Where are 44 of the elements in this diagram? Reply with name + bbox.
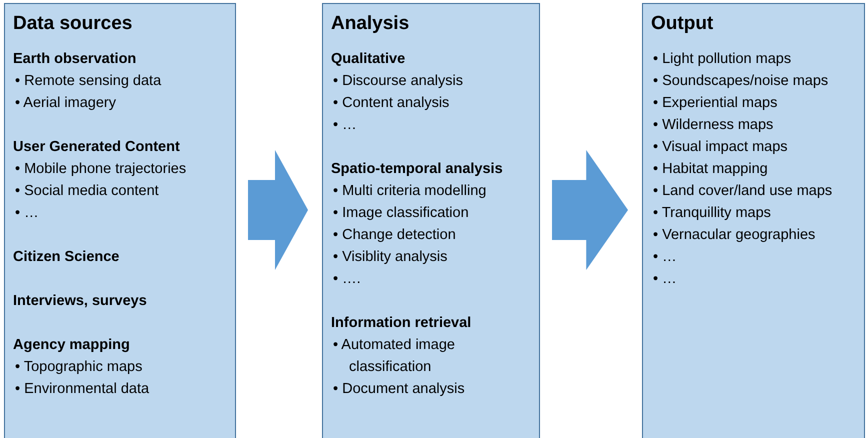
bullet-item: • Multi criteria modelling bbox=[332, 182, 488, 201]
block-arrow bbox=[552, 150, 628, 270]
column-panel bbox=[4, 3, 236, 438]
section-heading: Agency mapping bbox=[13, 336, 131, 355]
section-heading: Information retrieval bbox=[331, 314, 472, 333]
section-heading: Qualitative bbox=[331, 50, 406, 69]
bullet-item: • Social media content bbox=[14, 182, 160, 201]
bullet-item: • Image classification bbox=[332, 204, 470, 223]
bullet-item: • Habitat mapping bbox=[652, 160, 769, 179]
bullet-item: • Mobile phone trajectories bbox=[14, 160, 188, 179]
bullet-item: • Experiential maps bbox=[652, 94, 778, 113]
section-heading: Earth observation bbox=[13, 50, 138, 69]
bullet-item: • Visiblity analysis bbox=[332, 248, 448, 267]
bullet-item: • … bbox=[332, 116, 358, 135]
bullet-item: • Visual impact maps bbox=[652, 138, 789, 157]
section-heading: User Generated Content bbox=[13, 138, 181, 157]
bullet-item: • Document analysis bbox=[332, 380, 466, 399]
bullet-item: • … bbox=[652, 248, 678, 267]
column-heading: Analysis bbox=[331, 12, 410, 36]
bullet-item: • Topographic maps bbox=[14, 358, 144, 377]
bullet-item: • Change detection bbox=[332, 226, 457, 245]
bullet-item: • Light pollution maps bbox=[652, 50, 792, 69]
column-panel bbox=[642, 3, 865, 438]
block-arrow bbox=[248, 150, 308, 270]
bullet-item: • Soundscapes/noise maps bbox=[652, 72, 830, 91]
column-heading: Output bbox=[651, 12, 714, 36]
bullet-item: • Vernacular geographies bbox=[652, 226, 816, 245]
bullet-item: • … bbox=[14, 204, 40, 223]
section-heading: Spatio-temporal analysis bbox=[331, 160, 504, 179]
bullet-item: • Aerial imagery bbox=[14, 94, 117, 113]
section-heading: Citizen Science bbox=[13, 248, 120, 267]
column-heading: Data sources bbox=[13, 12, 134, 36]
bullet-item: • … bbox=[652, 270, 678, 289]
bullet-item: • …. bbox=[332, 270, 362, 289]
section-heading: Interviews, surveys bbox=[13, 292, 148, 311]
column-panel bbox=[322, 3, 540, 438]
bullet-item: • Environmental data bbox=[14, 380, 150, 399]
bullet-item: • Tranquillity maps bbox=[652, 204, 772, 223]
bullet-item: • Land cover/land use maps bbox=[652, 182, 834, 201]
bullet-item: • Wilderness maps bbox=[652, 116, 774, 135]
bullet-item: • Automated image classification bbox=[332, 336, 456, 377]
bullet-item: • Discourse analysis bbox=[332, 72, 464, 91]
bullet-item: • Remote sensing data bbox=[14, 72, 162, 91]
bullet-item: • Content analysis bbox=[332, 94, 450, 113]
